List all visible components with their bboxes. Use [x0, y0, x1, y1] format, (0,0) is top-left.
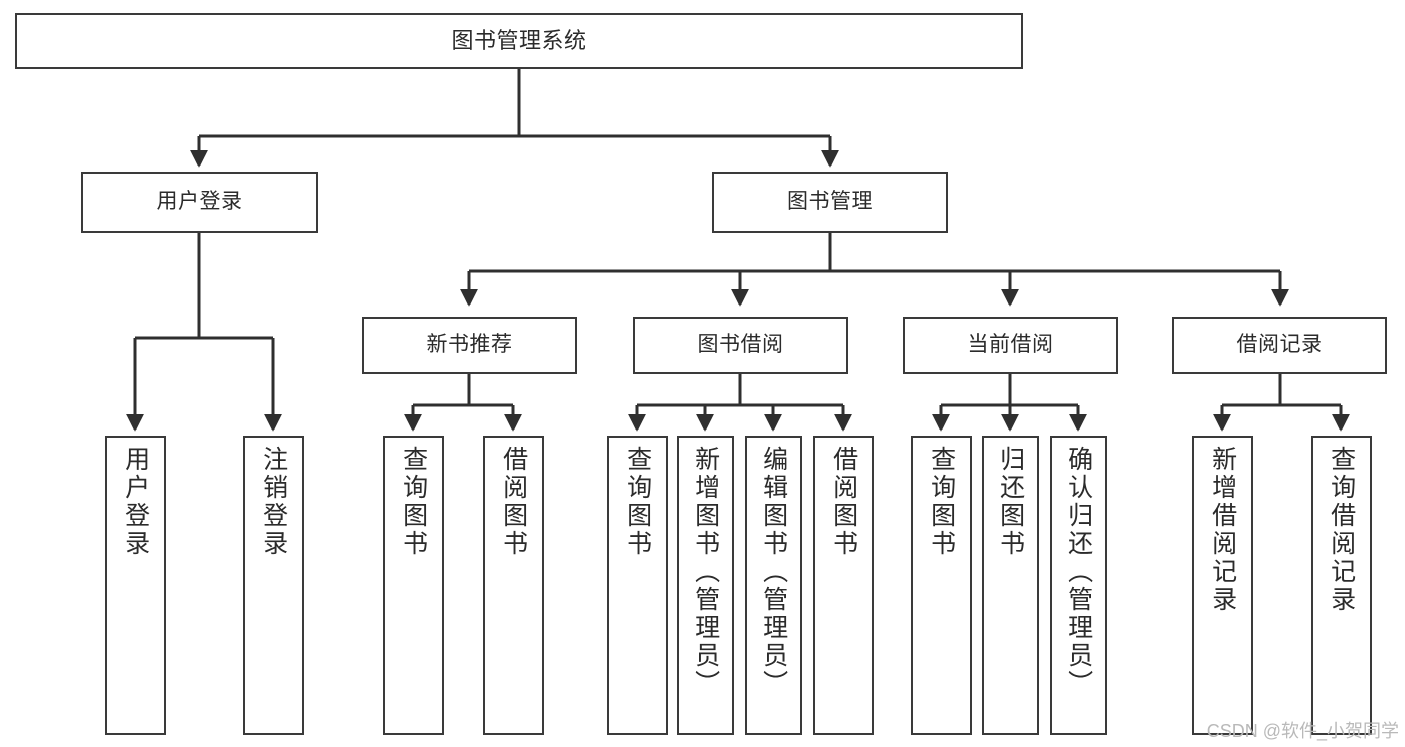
node-label: 新书推荐 — [426, 333, 513, 357]
leaf-current-return-books[interactable]: 归还图书 — [982, 436, 1039, 735]
node-label: 用户登录 — [156, 190, 243, 214]
node-new-book-recommend[interactable]: 新书推荐 — [362, 317, 577, 374]
node-label: 查询图书 — [623, 446, 652, 558]
node-label: 当前借阅 — [967, 333, 1054, 357]
leaf-borrow-borrow-books[interactable]: 借阅图书 — [813, 436, 874, 735]
node-label: 借阅记录 — [1236, 333, 1323, 357]
leaf-current-query-books[interactable]: 查询图书 — [911, 436, 972, 735]
watermark: CSDN @软件_小贺同学 — [1206, 721, 1399, 741]
node-label: 编辑图书（管理员） — [759, 446, 788, 698]
node-book-borrow[interactable]: 图书借阅 — [633, 317, 848, 374]
node-root-system[interactable]: 图书管理系统 — [15, 13, 1023, 69]
node-user-login[interactable]: 用户登录 — [81, 172, 318, 233]
node-book-management[interactable]: 图书管理 — [712, 172, 948, 233]
leaf-record-add-borrow-record[interactable]: 新增借阅记录 — [1192, 436, 1253, 735]
node-label: 借阅图书 — [499, 446, 528, 558]
node-label: 新增借阅记录 — [1208, 446, 1237, 614]
leaf-borrow-edit-book-admin[interactable]: 编辑图书（管理员） — [745, 436, 802, 735]
node-label: 归还图书 — [996, 446, 1025, 558]
leaf-user-login[interactable]: 用户登录 — [105, 436, 166, 735]
node-label: 查询图书 — [399, 446, 428, 558]
node-label: 图书借阅 — [697, 333, 784, 357]
node-label: 图书管理 — [787, 190, 873, 214]
leaf-record-query-borrow-record[interactable]: 查询借阅记录 — [1311, 436, 1372, 735]
leaf-current-confirm-return-admin[interactable]: 确认归还（管理员） — [1050, 436, 1107, 735]
node-label: 借阅图书 — [829, 446, 858, 558]
node-label: 查询图书 — [927, 446, 956, 558]
leaf-new-book-query-books[interactable]: 查询图书 — [383, 436, 444, 735]
node-label: 用户登录 — [121, 446, 150, 558]
leaf-new-book-borrow-books[interactable]: 借阅图书 — [483, 436, 544, 735]
leaf-logout[interactable]: 注销登录 — [243, 436, 304, 735]
leaf-borrow-add-book-admin[interactable]: 新增图书（管理员） — [677, 436, 734, 735]
node-borrow-record[interactable]: 借阅记录 — [1172, 317, 1387, 374]
node-label: 图书管理系统 — [451, 27, 587, 53]
node-current-borrow[interactable]: 当前借阅 — [903, 317, 1118, 374]
node-label: 新增图书（管理员） — [691, 446, 720, 698]
node-label: 确认归还（管理员） — [1064, 446, 1093, 698]
leaf-borrow-query-books[interactable]: 查询图书 — [607, 436, 668, 735]
node-label: 注销登录 — [259, 446, 288, 558]
node-label: 查询借阅记录 — [1327, 446, 1356, 614]
